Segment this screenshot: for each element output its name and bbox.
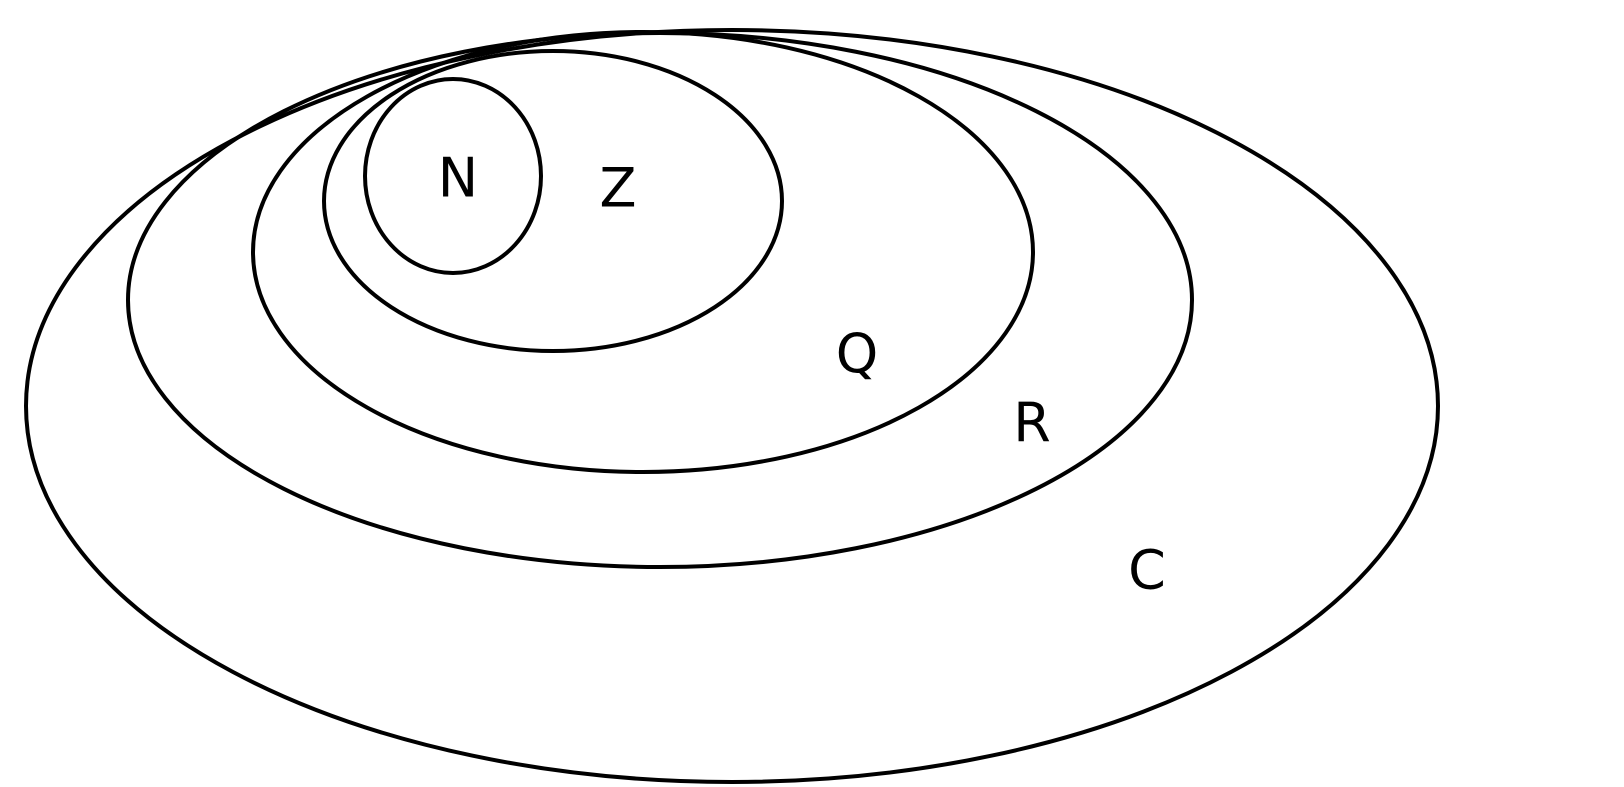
- set-z-label: Z: [600, 157, 637, 220]
- set-q-label: Q: [836, 323, 879, 386]
- set-n-label: N: [438, 147, 478, 210]
- set-z-outline: [322, 49, 784, 353]
- set-n-outline: [363, 77, 543, 275]
- set-r-label: R: [1013, 392, 1051, 455]
- set-c-label: C: [1128, 539, 1166, 602]
- set-c-outline: [24, 28, 1440, 784]
- set-q-outline: [251, 30, 1035, 474]
